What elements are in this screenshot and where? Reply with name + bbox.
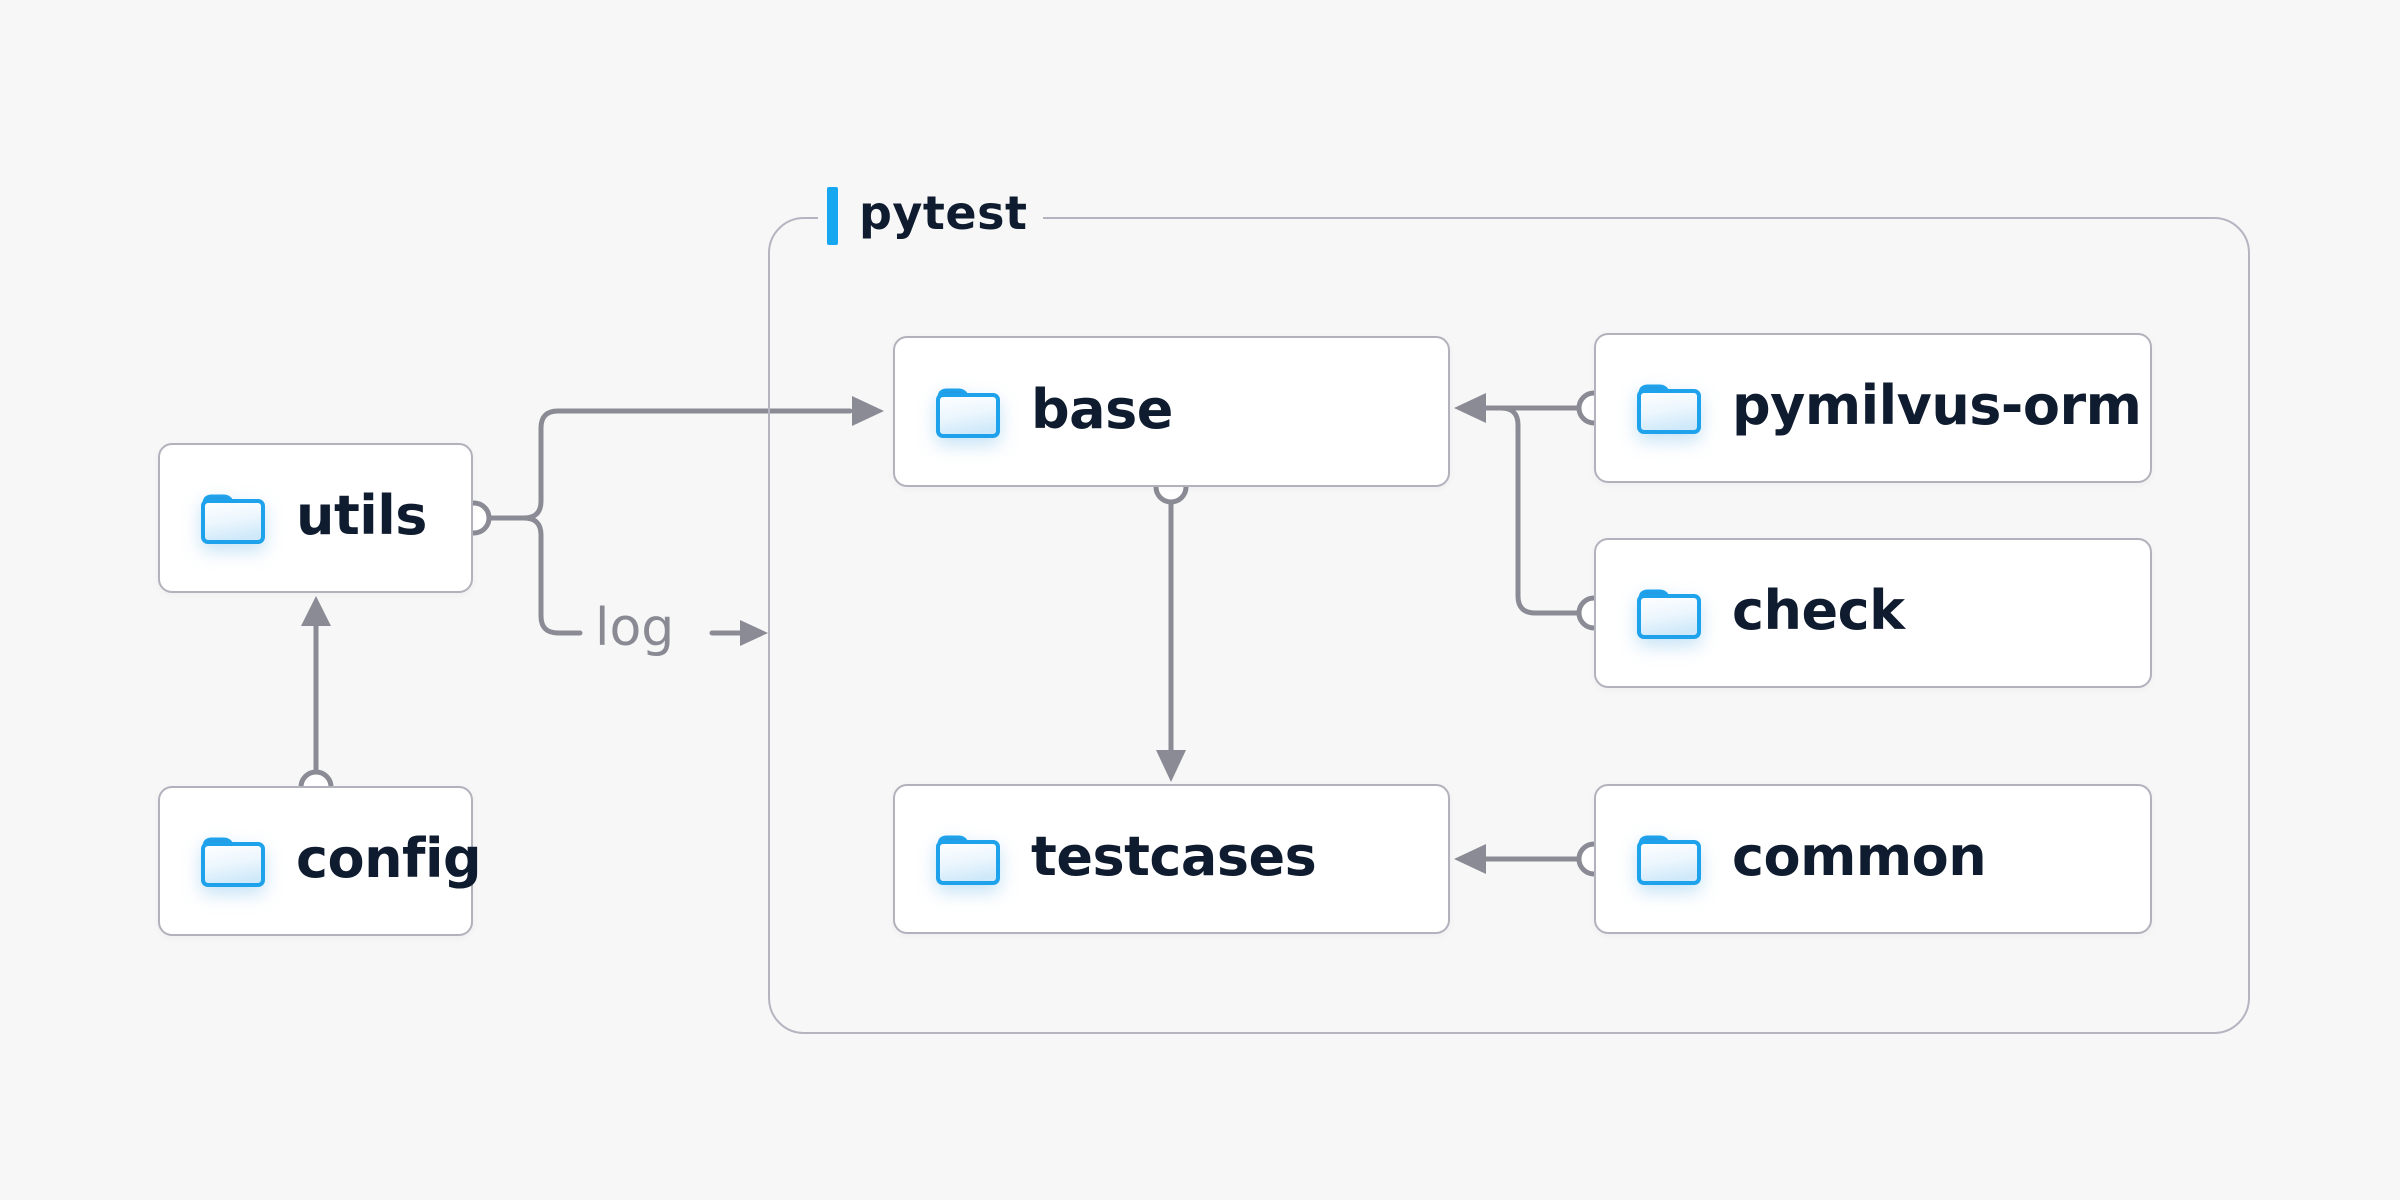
accent-bar bbox=[827, 187, 838, 245]
pytest-group-container bbox=[768, 217, 2250, 1034]
pytest-group-label-text: pytest bbox=[859, 186, 1028, 240]
node-label: testcases bbox=[1031, 825, 1317, 888]
folder-icon bbox=[200, 491, 266, 545]
node-label: check bbox=[1732, 579, 1905, 642]
arrowhead bbox=[301, 596, 331, 626]
folder-icon bbox=[1636, 586, 1702, 640]
node-label: base bbox=[1031, 377, 1173, 441]
node-label: common bbox=[1732, 825, 1987, 888]
arrowhead bbox=[740, 620, 768, 646]
node-base: base bbox=[893, 336, 1450, 487]
folder-icon bbox=[1636, 832, 1702, 886]
node-testcases: testcases bbox=[893, 784, 1450, 934]
node-config: config bbox=[158, 786, 482, 936]
node-label: pymilvus-orm bbox=[1732, 374, 2142, 437]
folder-icon bbox=[935, 385, 1001, 439]
node-common: common bbox=[1594, 784, 2152, 934]
folder-icon bbox=[935, 832, 1001, 886]
node-label: config bbox=[296, 827, 482, 890]
folder-icon bbox=[1636, 381, 1702, 435]
log-edge-label: log bbox=[595, 598, 675, 658]
pytest-group-label: pytest bbox=[818, 183, 1044, 249]
node-label: utils bbox=[296, 484, 427, 547]
edge-config-to-utils bbox=[301, 596, 331, 773]
folder-icon bbox=[200, 834, 266, 888]
node-pymilvus-orm: pymilvus-orm bbox=[1594, 333, 2152, 483]
node-utils: utils bbox=[158, 443, 473, 593]
node-check: check bbox=[1594, 538, 2152, 688]
